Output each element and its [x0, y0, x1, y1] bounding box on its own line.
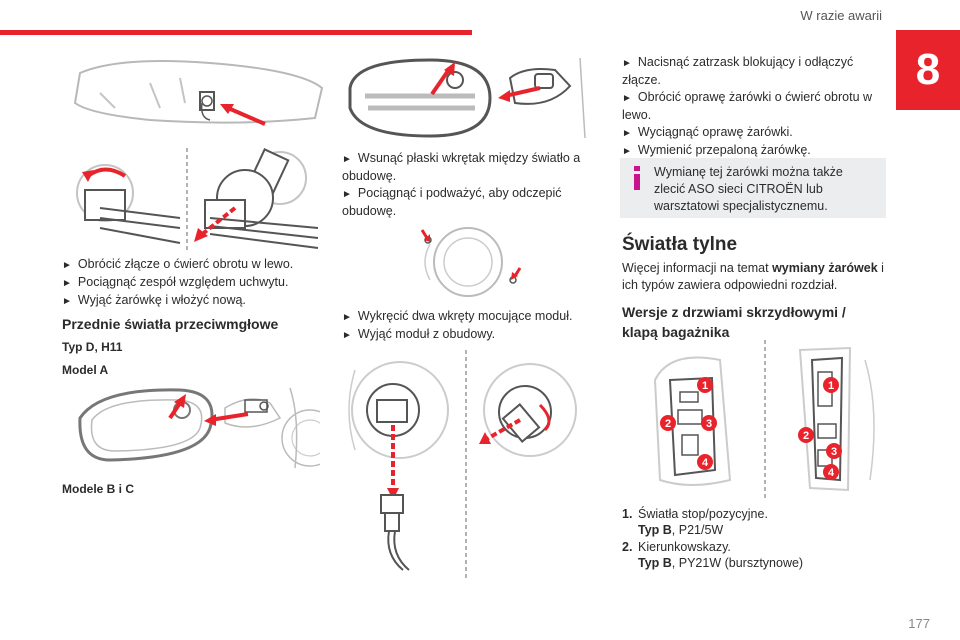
info-note-text: Wymianę tej żarówki można także zlecić A…	[654, 165, 843, 213]
bullet-triangle-icon: ►	[342, 154, 352, 165]
svg-text:2: 2	[803, 430, 809, 442]
headlamp-steps: ►Obrócić złącze o ćwierć obrotu w lewo. …	[62, 256, 332, 310]
figure-connector-rotate	[70, 148, 320, 253]
bullet-triangle-icon: ►	[622, 58, 632, 69]
bullet-triangle-icon: ►	[62, 260, 72, 271]
svg-text:3: 3	[831, 446, 837, 458]
step-item: ►Pociągnąć i podważyć, aby odczepić obud…	[342, 186, 562, 218]
bullet-triangle-icon: ►	[622, 146, 632, 157]
svg-text:2: 2	[665, 418, 671, 430]
callout-1-left: 1	[697, 377, 713, 393]
bullet-triangle-icon: ►	[622, 93, 632, 104]
bullet-triangle-icon: ►	[622, 128, 632, 139]
fog-lights-type: Typ D, H11	[62, 340, 123, 354]
page-number: 177	[908, 616, 930, 631]
step-item: ►Nacisnąć zatrzask blokujący i odłączyć …	[622, 55, 854, 87]
step-item: ►Wykręcić dwa wkręty mocujące moduł.	[342, 309, 573, 323]
list-item: 2. Kierunkowskazy. Typ B, PY21W (burszty…	[622, 540, 804, 570]
step-item: ►Obrócić oprawę żarówki o ćwierć obrotu …	[622, 90, 873, 122]
figure-rear-lamp-cluster: 1 2 3 4 1 2 3 4	[650, 340, 886, 500]
step-item: ►Wyciągnąć oprawę żarówki.	[622, 125, 793, 139]
bullet-triangle-icon: ►	[62, 296, 72, 307]
rear-doors-subheading: Wersje z drzwiami skrzydłowymi / klapą b…	[622, 304, 846, 340]
section-title: W razie awarii	[800, 8, 882, 23]
rear-lights-intro: Więcej informacji na temat wymiany żarów…	[622, 261, 884, 292]
info-icon	[634, 166, 640, 190]
callout-2-right: 2	[798, 427, 814, 443]
svg-text:4: 4	[702, 457, 709, 469]
figure-headlamp-connector	[60, 48, 330, 148]
callout-3-right: 3	[826, 443, 842, 459]
fog-lights-heading: Przednie światła przeciwmgłowe	[62, 316, 279, 332]
model-a-label: Model A	[62, 363, 109, 377]
step-item: ►Wymienić przepaloną żarówkę.	[622, 143, 811, 157]
step-item: ►Pociągnąć zespół względem uchwytu.	[62, 275, 289, 289]
step-item: ►Obrócić złącze o ćwierć obrotu w lewo.	[62, 257, 294, 271]
bullet-triangle-icon: ►	[62, 278, 72, 289]
bullet-triangle-icon: ►	[342, 330, 352, 341]
callout-1-right: 1	[823, 377, 839, 393]
callout-3-left: 3	[701, 415, 717, 431]
svg-text:1: 1	[702, 380, 708, 392]
svg-text:1: 1	[828, 380, 834, 392]
callout-4-left: 4	[697, 454, 713, 470]
bullet-triangle-icon: ►	[342, 189, 352, 200]
step-item: ►Wyjąć żarówkę i włożyć nową.	[62, 293, 246, 307]
step-item: ►Wsunąć płaski wkrętak między światło a …	[342, 151, 581, 183]
fog-module-steps: ►Wykręcić dwa wkręty mocujące moduł. ►Wy…	[342, 308, 582, 344]
step-item: ►Wyjąć moduł z obudowy.	[342, 327, 496, 341]
info-note: Wymianę tej żarówki można także zlecić A…	[620, 158, 886, 218]
figure-fog-light-housing	[340, 48, 590, 148]
figure-fog-module-screws	[410, 222, 530, 302]
fog-housing-steps: ►Wsunąć płaski wkrętak między światło a …	[342, 150, 582, 220]
chapter-badge: 8	[896, 30, 960, 110]
header-accent-bar	[0, 30, 472, 35]
bulb-steps: ►Nacisnąć zatrzask blokujący i odłączyć …	[622, 54, 884, 160]
svg-text:3: 3	[706, 418, 712, 430]
bullet-triangle-icon: ►	[342, 312, 352, 323]
rear-lights-heading: Światła tylne	[622, 234, 738, 255]
svg-text:4: 4	[828, 467, 835, 479]
figure-fog-light-model-a	[70, 378, 320, 478]
bulb-type-list: 1. Światła stop/pozycyjne. Typ B, P21/5W…	[622, 506, 884, 572]
models-bc-label: Modele B i C	[62, 482, 135, 496]
callout-2-left: 2	[660, 415, 676, 431]
list-item: 1. Światła stop/pozycyjne. Typ B, P21/5W	[622, 507, 768, 537]
figure-fog-bulb-removal	[345, 350, 580, 580]
callout-4-right: 4	[823, 464, 839, 480]
